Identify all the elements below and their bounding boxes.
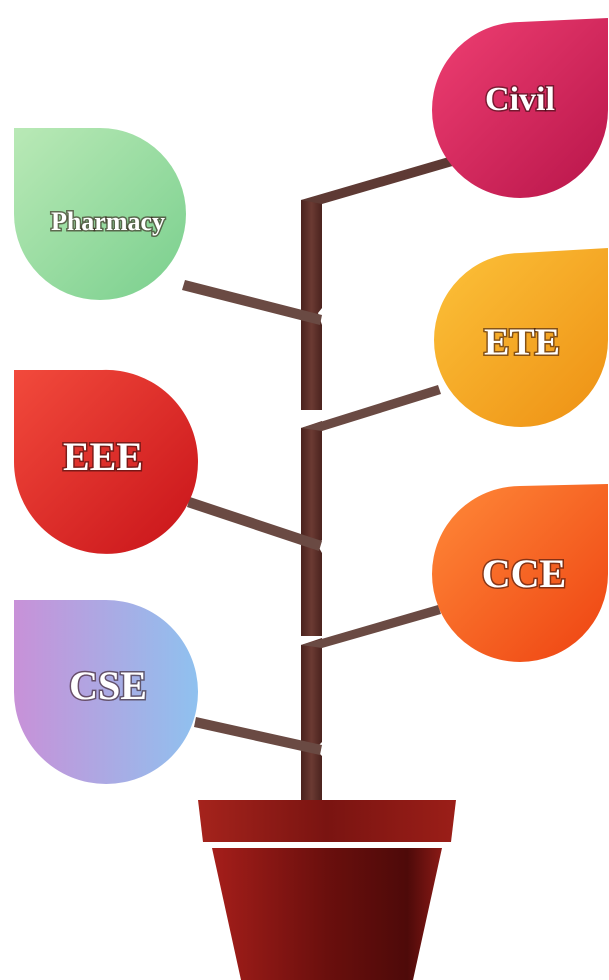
leaf-ete: ETE [434, 248, 608, 427]
leaf-ete-shape [434, 248, 608, 427]
trunk-segment-top [301, 197, 322, 410]
trunk-segment-upper-middle [301, 421, 322, 636]
leaf-cse-label: CSE [69, 663, 147, 708]
pot-body [212, 848, 442, 980]
leaf-eee-label: EEE [63, 434, 143, 479]
leaf-cce-label: CCE [482, 551, 566, 596]
leaf-civil: Civil [432, 18, 608, 198]
trunk [301, 197, 322, 800]
branch-cce [301, 605, 441, 648]
pot-rim [198, 800, 456, 842]
leaf-pharmacy-label: Pharmacy [51, 207, 165, 236]
branches [182, 156, 456, 755]
trunk-segment-lower-middle [301, 638, 322, 800]
leaf-cse-shape [14, 599, 198, 784]
leaf-cse: CSE [14, 599, 198, 784]
leaf-eee-shape [14, 369, 198, 554]
leaf-eee: EEE [14, 369, 198, 554]
branch-cse [194, 717, 322, 755]
branch-ete [301, 385, 441, 431]
leaf-civil-shape [432, 18, 608, 198]
branch-eee [187, 497, 322, 551]
flower-pot [198, 800, 456, 980]
leaf-pharmacy-shape [14, 128, 186, 300]
leaf-pharmacy: Pharmacy [14, 128, 186, 300]
leaf-civil-label: Civil [485, 81, 555, 118]
leaf-cce-shape [432, 484, 608, 662]
branch-civil [301, 156, 456, 204]
leaf-ete-label: ETE [484, 322, 560, 364]
leaf-cce: CCE [432, 484, 608, 662]
branch-pharmacy [182, 280, 322, 325]
